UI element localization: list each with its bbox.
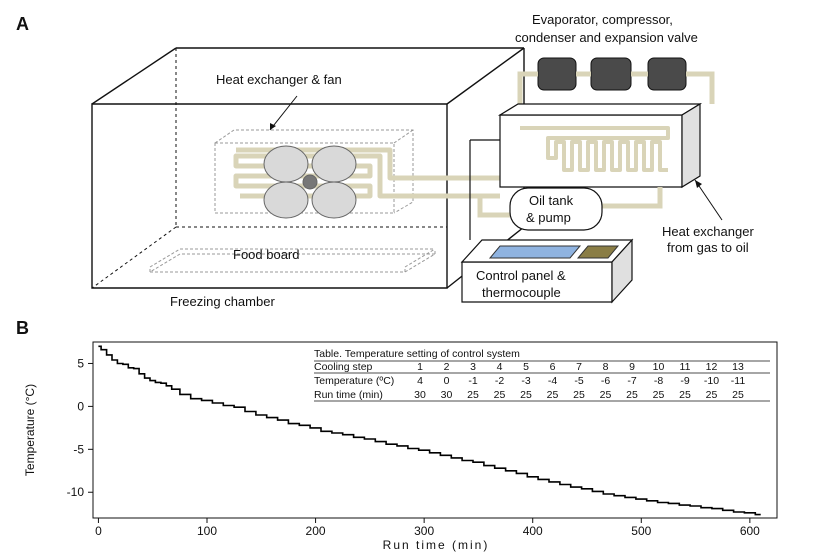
table-cell: 3 <box>470 361 476 373</box>
heat-exchanger-oil-pointer <box>694 179 723 221</box>
evaporator-module <box>537 57 577 91</box>
y-tick-label: 5 <box>77 356 84 370</box>
table-cell: 13 <box>732 361 744 373</box>
table-cell: -8 <box>654 375 663 387</box>
table-row-label: Run time (min) <box>314 389 383 401</box>
heat-exchanger-fan-arrowhead <box>270 123 276 130</box>
table-cell: 0 <box>444 375 450 387</box>
table-row-label: Temperature (ºC) <box>314 375 394 387</box>
fan <box>263 145 357 219</box>
control-panel-label-line1: Control panel & <box>476 268 566 283</box>
table-cell: 2 <box>444 361 450 373</box>
table-cell: 7 <box>576 361 582 373</box>
compressor-module <box>590 57 632 91</box>
chart-frame <box>92 341 778 519</box>
table-cell: -10 <box>704 375 719 387</box>
temperature-setting-table: Table. Temperature setting of control sy… <box>314 348 770 402</box>
table-cell: 30 <box>414 389 426 401</box>
control-panel-keypad <box>576 245 620 259</box>
table-cell: 25 <box>573 389 585 401</box>
table-cell: -5 <box>574 375 583 387</box>
table-cell: -6 <box>601 375 610 387</box>
x-tick-label: 300 <box>414 524 434 538</box>
control-panel-label-line2: thermocouple <box>482 285 561 300</box>
heat-exchanger-fan-pointer <box>269 95 298 131</box>
y-tick-label: 0 <box>77 399 84 413</box>
table-cell: 5 <box>523 361 529 373</box>
heat-exchanger-fan-label: Heat exchanger & fan <box>216 72 342 87</box>
y-tick-label: -5 <box>73 442 84 456</box>
table-cell: -3 <box>521 375 530 387</box>
table-cell: -4 <box>548 375 557 387</box>
gas-oil-heat-exchanger <box>497 102 703 189</box>
evaporator-label-line1: Evaporator, compressor, <box>532 12 673 27</box>
heat-exchanger-coil-return <box>236 147 500 181</box>
table-cell: -2 <box>495 375 504 387</box>
panel-b-letter: B <box>16 318 29 338</box>
x-tick-label: 0 <box>95 524 102 538</box>
temperature-series-line <box>98 345 761 516</box>
x-tick-label: 500 <box>631 524 651 538</box>
heat-exchanger-box <box>214 129 414 214</box>
table-cell: 25 <box>520 389 532 401</box>
refrigerant-pipe <box>517 71 715 104</box>
table-cell: 25 <box>494 389 506 401</box>
heat-exchanger-oil-arrowhead <box>695 180 702 188</box>
x-tick-label: 600 <box>740 524 760 538</box>
table-cell: 25 <box>547 389 559 401</box>
x-axis-label: Run time (min) <box>383 538 490 552</box>
heat-exchanger-oil-label-line2: from gas to oil <box>667 240 749 255</box>
food-board <box>148 248 437 273</box>
x-tick-label: 200 <box>306 524 326 538</box>
refrigeration-modules <box>537 57 687 91</box>
table-cell: 25 <box>732 389 744 401</box>
table-cell: 25 <box>679 389 691 401</box>
x-tick-label: 400 <box>523 524 543 538</box>
y-axis-label: Temperature (°C) <box>23 384 37 476</box>
table-cell: 1 <box>417 361 423 373</box>
table-cell: 25 <box>653 389 665 401</box>
table-cell: 25 <box>626 389 638 401</box>
x-tick-label: 100 <box>197 524 217 538</box>
table-cell: -9 <box>680 375 689 387</box>
gas-oil-coil <box>520 126 670 172</box>
table-cell: -7 <box>627 375 636 387</box>
table-cell: 10 <box>653 361 665 373</box>
table-cell: 12 <box>706 361 718 373</box>
freezing-chamber-label: Freezing chamber <box>170 294 275 309</box>
evaporator-label-line2: condenser and expansion valve <box>515 30 698 45</box>
table-cell: 25 <box>706 389 718 401</box>
plot-area <box>92 341 778 519</box>
table-cell: 8 <box>603 361 609 373</box>
control-panel-screen <box>488 245 582 259</box>
panel-a-letter: A <box>16 14 29 34</box>
control-panel <box>460 238 634 304</box>
heat-exchanger-oil-label-line1: Heat exchanger <box>662 224 754 239</box>
table-cell: 4 <box>497 361 503 373</box>
table-cell: 6 <box>550 361 556 373</box>
oil-tank-label-line2: & pump <box>526 210 571 225</box>
table-row-label: Cooling step <box>314 361 373 373</box>
condenser-module <box>647 57 687 91</box>
table-cell: 11 <box>680 361 691 373</box>
table-cell: 30 <box>441 389 453 401</box>
oil-tank-label-line1: Oil tank <box>529 193 574 208</box>
oil-tank-pump <box>509 187 603 231</box>
y-tick-label: -10 <box>67 485 85 499</box>
panel-a: A Hea <box>16 12 754 309</box>
table-cell: 25 <box>467 389 479 401</box>
table-cell: -1 <box>468 375 477 387</box>
heat-exchanger-coil <box>233 153 500 199</box>
table-title: Table. Temperature setting of control sy… <box>314 348 520 360</box>
food-board-label: Food board <box>233 247 300 262</box>
table-cell: 25 <box>600 389 612 401</box>
table-cell: 9 <box>629 361 635 373</box>
oil-pipe <box>477 187 663 218</box>
table-cell: -11 <box>731 375 746 387</box>
table-cell: 4 <box>417 375 423 387</box>
